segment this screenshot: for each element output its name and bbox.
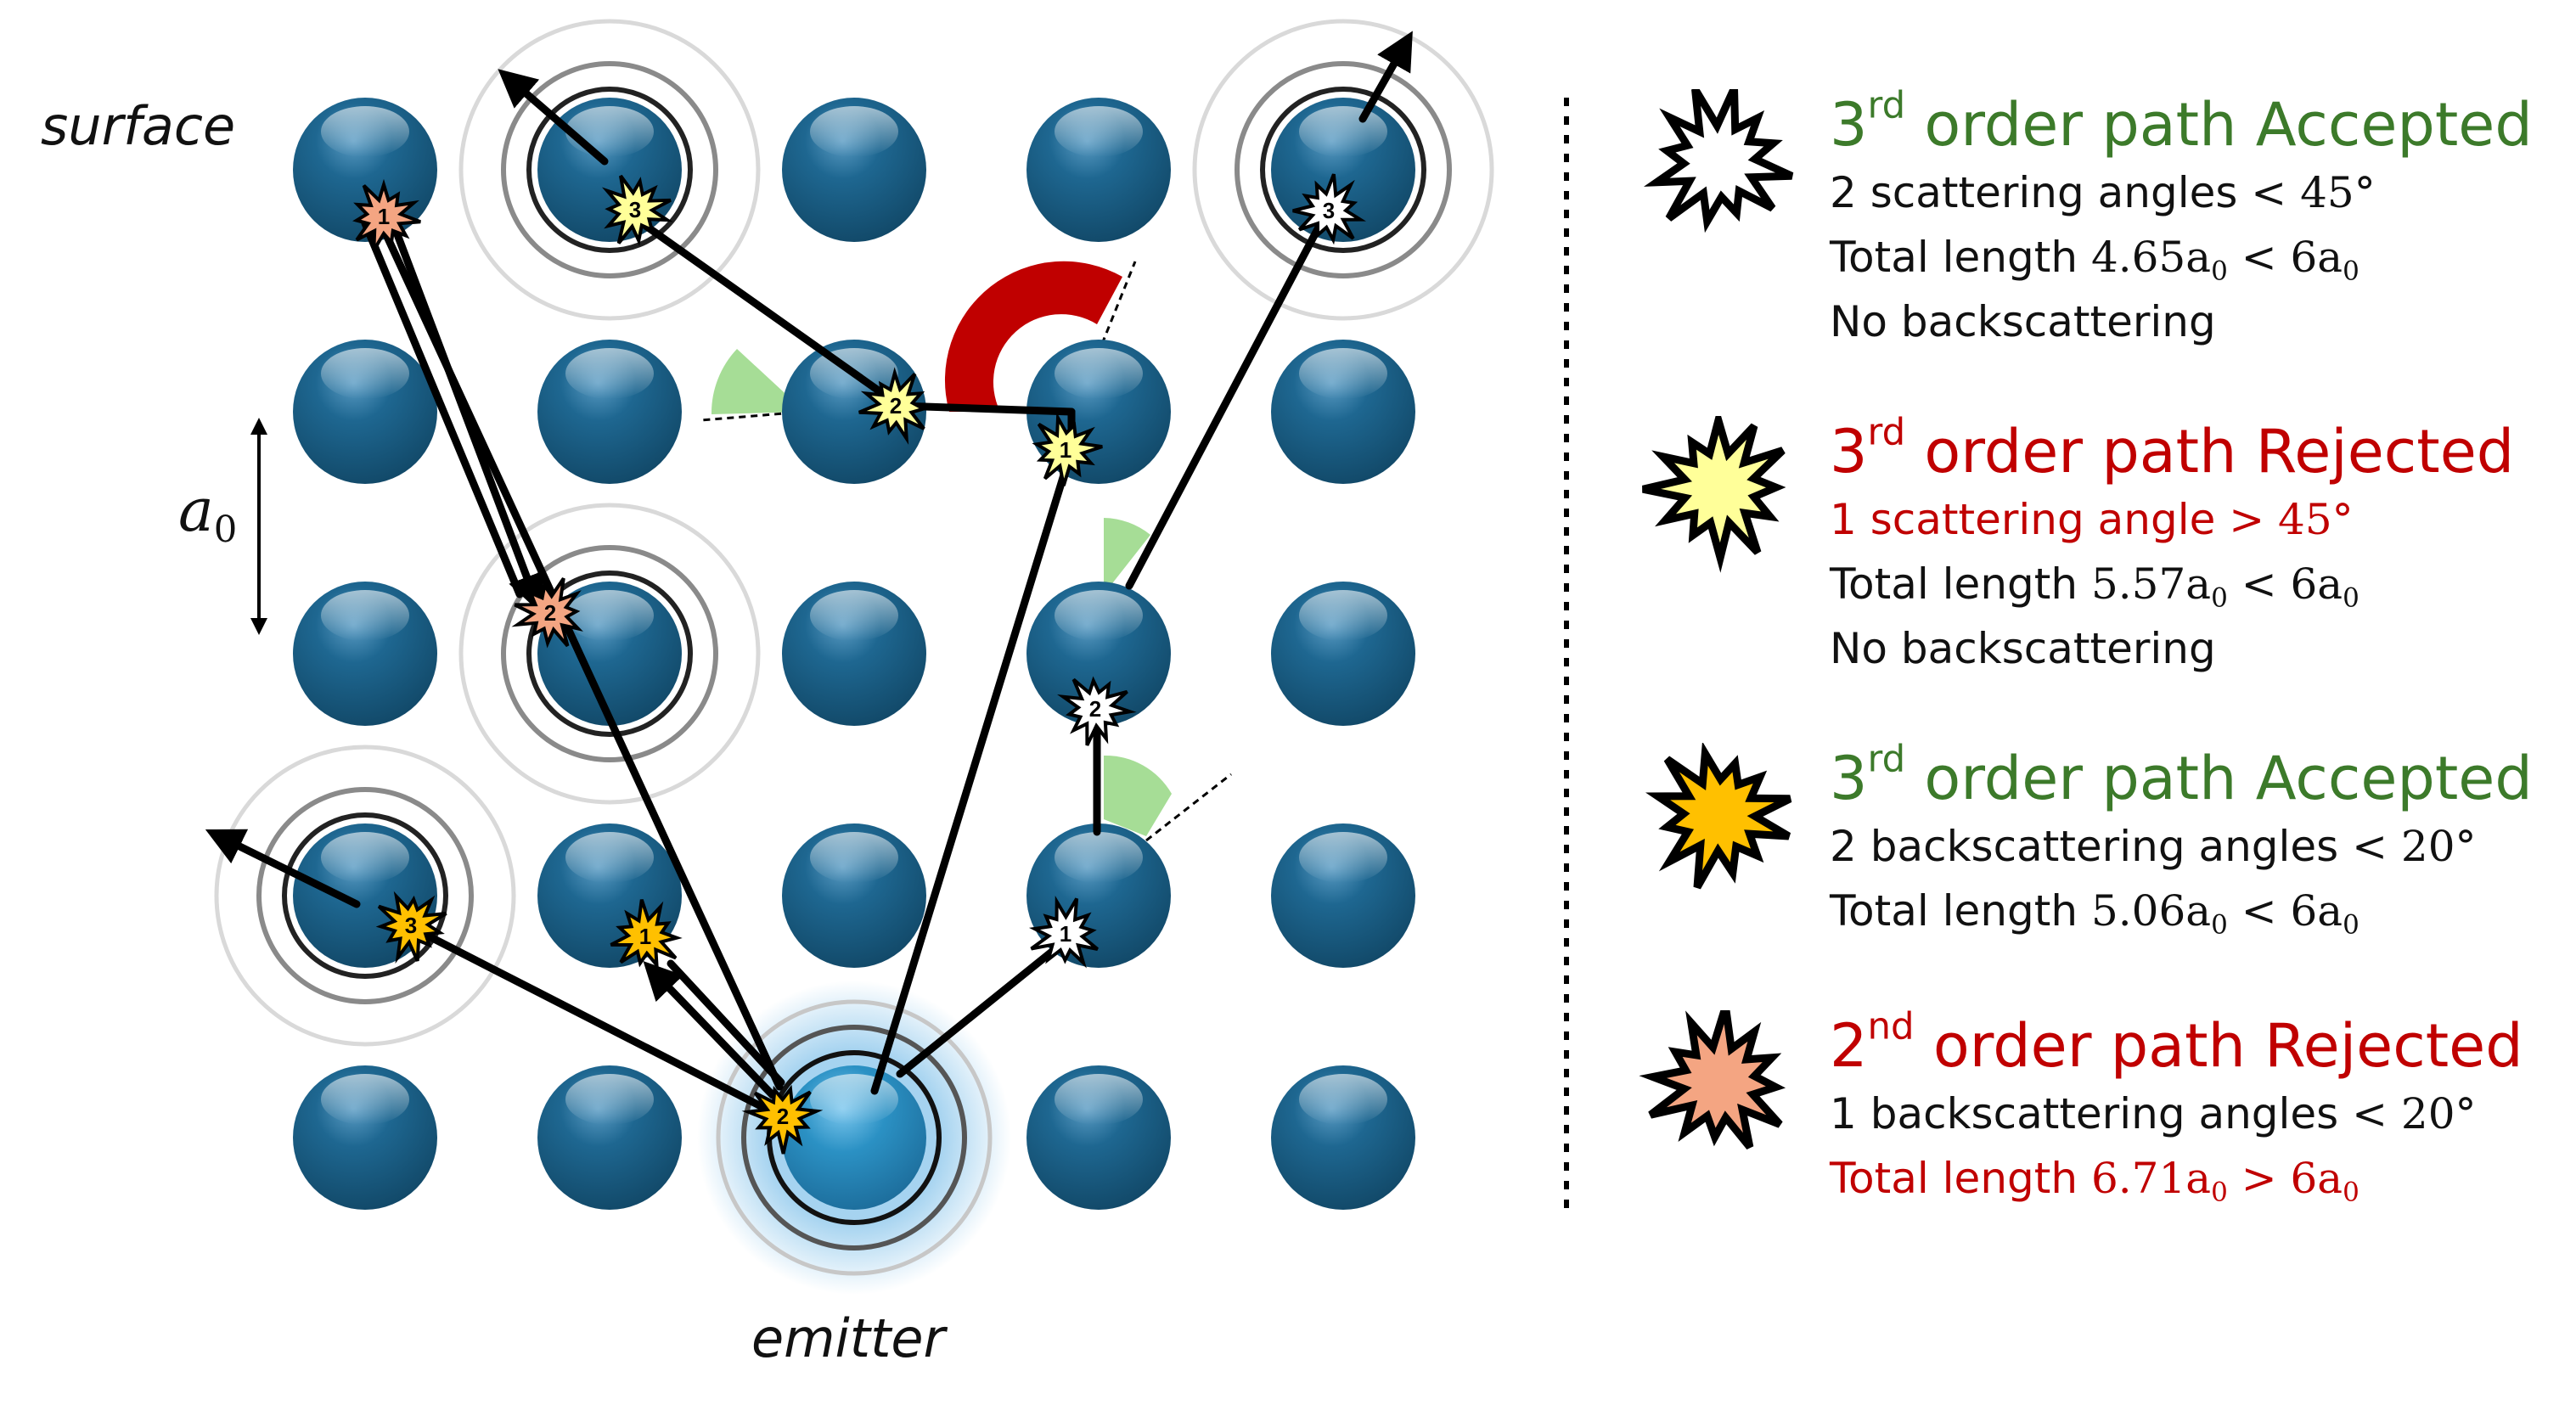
lattice-atom (1026, 1065, 1171, 1210)
yellow-path-segment (498, 69, 609, 166)
emitter-atom (782, 1065, 926, 1210)
scattering-order-number: 2 (890, 393, 902, 419)
legend-angle-criterion: 1 backscattering angles < 20° (1830, 1089, 2477, 1138)
legend-backscatter-note: No backscattering (1830, 297, 2216, 346)
scattering-events: 1 2 3 2 1 3 2 1 3 1 2 (352, 173, 1367, 1155)
salmon-starburst-marker: 2 (511, 577, 583, 649)
salmon-starburst-icon (1639, 1010, 1786, 1149)
lattice-atom (782, 582, 926, 726)
scattering-paths (205, 31, 1413, 1112)
emitter-label: emitter (751, 1307, 946, 1369)
atom-lattice (293, 98, 1415, 1210)
lattice-atom (537, 340, 682, 484)
lattice-atom (782, 823, 926, 968)
scattering-order-number: 3 (405, 913, 417, 938)
lattice-atom (293, 1065, 437, 1210)
scattered-wave-rings (458, 19, 761, 321)
scattering-angle-wedge (1104, 518, 1150, 594)
legend-title: 3rd order path Accepted (1830, 738, 2533, 813)
rejected-angle-wedge (944, 261, 1122, 412)
lattice-atom (1271, 582, 1415, 726)
surface-label: surface (41, 95, 236, 157)
lattice-atom (537, 1065, 682, 1210)
scattering-order-number: 1 (1060, 921, 1071, 947)
legend-title: 3rd order path Rejected (1830, 411, 2515, 486)
scattering-order-number: 2 (777, 1104, 789, 1129)
white-starburst-marker: 1 (1028, 895, 1099, 969)
gold-path-segment (205, 829, 361, 908)
salmon-path-segment (386, 212, 545, 613)
gold-path-segment (666, 959, 785, 1087)
legend-length-criterion: Total length 6.71a0 > 6a0 (1830, 1154, 2359, 1208)
legend-title: 2nd order path Rejected (1830, 1005, 2523, 1081)
salmon-starburst-marker: 1 (352, 178, 421, 251)
gold-path-segment (403, 921, 768, 1112)
legend-backscatter-note: No backscattering (1830, 624, 2216, 673)
gold-starburst-marker: 1 (610, 899, 683, 970)
scattering-order-number: 1 (639, 924, 651, 949)
scattering-angle-wedge (711, 349, 805, 414)
angle-reference-line (1100, 261, 1137, 345)
yellow-path-segment (628, 212, 904, 410)
angle-reference-line (1145, 773, 1232, 842)
lattice-atom (782, 98, 926, 242)
white-starburst-marker: 2 (1057, 676, 1137, 746)
legend-title: 3rd order path Accepted (1830, 84, 2533, 160)
legend-length-criterion: Total length 5.06a0 < 6a0 (1830, 886, 2359, 941)
lattice-atom (1026, 582, 1171, 726)
lattice-atom (1026, 98, 1171, 242)
lattice-atom (1271, 823, 1415, 968)
white-path-segment (1358, 31, 1413, 123)
angle-wedges (700, 261, 1232, 842)
gold-path-segment (643, 961, 777, 1099)
scattering-order-number: 2 (544, 600, 556, 626)
white-starburst-icon (1643, 89, 1794, 233)
lattice-atom (537, 582, 682, 726)
scattered-wave-rings (1192, 19, 1494, 321)
scattering-order-number: 2 (1089, 696, 1101, 722)
lattice-atom (1271, 340, 1415, 484)
lattice-atom (293, 340, 437, 484)
legend-length-criterion: Total length 4.65a0 < 6a0 (1830, 233, 2359, 287)
yellow-path-segment (870, 446, 1076, 1095)
scattered-wave-rings (214, 745, 516, 1047)
scattering-order-number: 1 (378, 204, 390, 229)
legend-angle-criterion: 2 backscattering angles < 20° (1830, 822, 2477, 871)
gold-starburst-marker: 2 (741, 1084, 824, 1155)
legend-angle-criterion: 1 scattering angle > 45° (1830, 495, 2354, 544)
lattice-atom (293, 582, 437, 726)
scattered-wave-rings (458, 503, 761, 805)
legend-angle-criterion: 2 scattering angles < 45° (1830, 168, 2376, 217)
white-starburst-marker: 3 (1292, 173, 1367, 245)
scattering-angle-wedge (1104, 755, 1172, 836)
legend-length-criterion: Total length 5.57a0 < 6a0 (1830, 559, 2359, 614)
lattice-atom (1271, 1065, 1415, 1210)
yellow-path-segment (896, 402, 1076, 416)
scattering-order-number: 3 (1323, 198, 1335, 223)
gold-starburst-icon (1645, 743, 1792, 890)
white-path-segment (1125, 204, 1333, 590)
salmon-path-segment (361, 219, 524, 599)
gold-starburst-marker: 3 (375, 891, 447, 964)
white-path-segment (896, 936, 1070, 1078)
yellow-starburst-marker: 1 (1032, 412, 1103, 486)
yellow-starburst-marker: 2 (858, 367, 929, 445)
a0-label: a0 (178, 475, 238, 552)
yellow-starburst-marker: 3 (601, 174, 673, 246)
scattering-order-number: 3 (629, 197, 641, 222)
yellow-starburst-icon (1642, 416, 1786, 573)
scattering-order-number: 1 (1060, 437, 1071, 463)
